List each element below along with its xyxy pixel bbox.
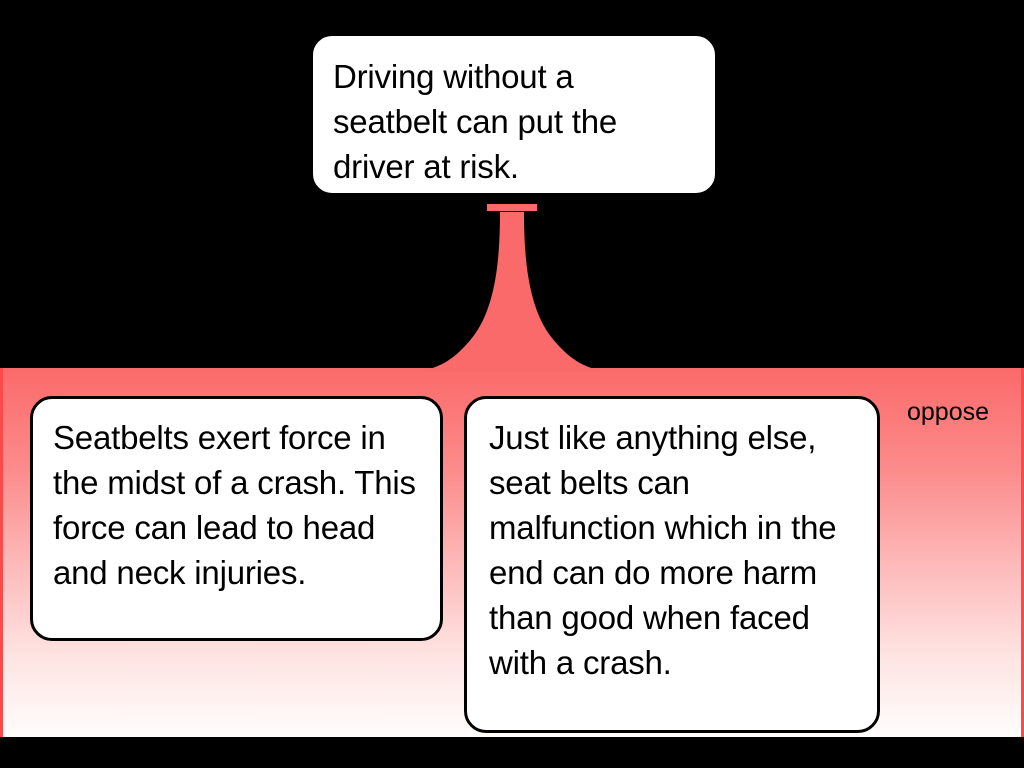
node-opposing-argument-1[interactable]: Seatbelts exert force in the midst of a … xyxy=(30,396,443,641)
relation-label-oppose: oppose xyxy=(907,398,990,426)
root-connector-funnel xyxy=(424,212,600,372)
node-root-claim[interactable]: Driving without a seatbelt can put the d… xyxy=(310,33,718,196)
root-connector-bar xyxy=(487,204,537,211)
oppose-region-left-edge xyxy=(0,368,3,737)
node-root-claim-text: Driving without a seatbelt can put the d… xyxy=(333,58,618,185)
node-opposing-argument-1-text: Seatbelts exert force in the midst of a … xyxy=(53,419,416,591)
node-opposing-argument-2-text: Just like anything else, seat belts can … xyxy=(489,419,837,681)
oppose-region-right-edge xyxy=(1021,368,1024,737)
node-opposing-argument-2[interactable]: Just like anything else, seat belts can … xyxy=(464,396,880,733)
connector-funnel-shape xyxy=(424,212,600,372)
